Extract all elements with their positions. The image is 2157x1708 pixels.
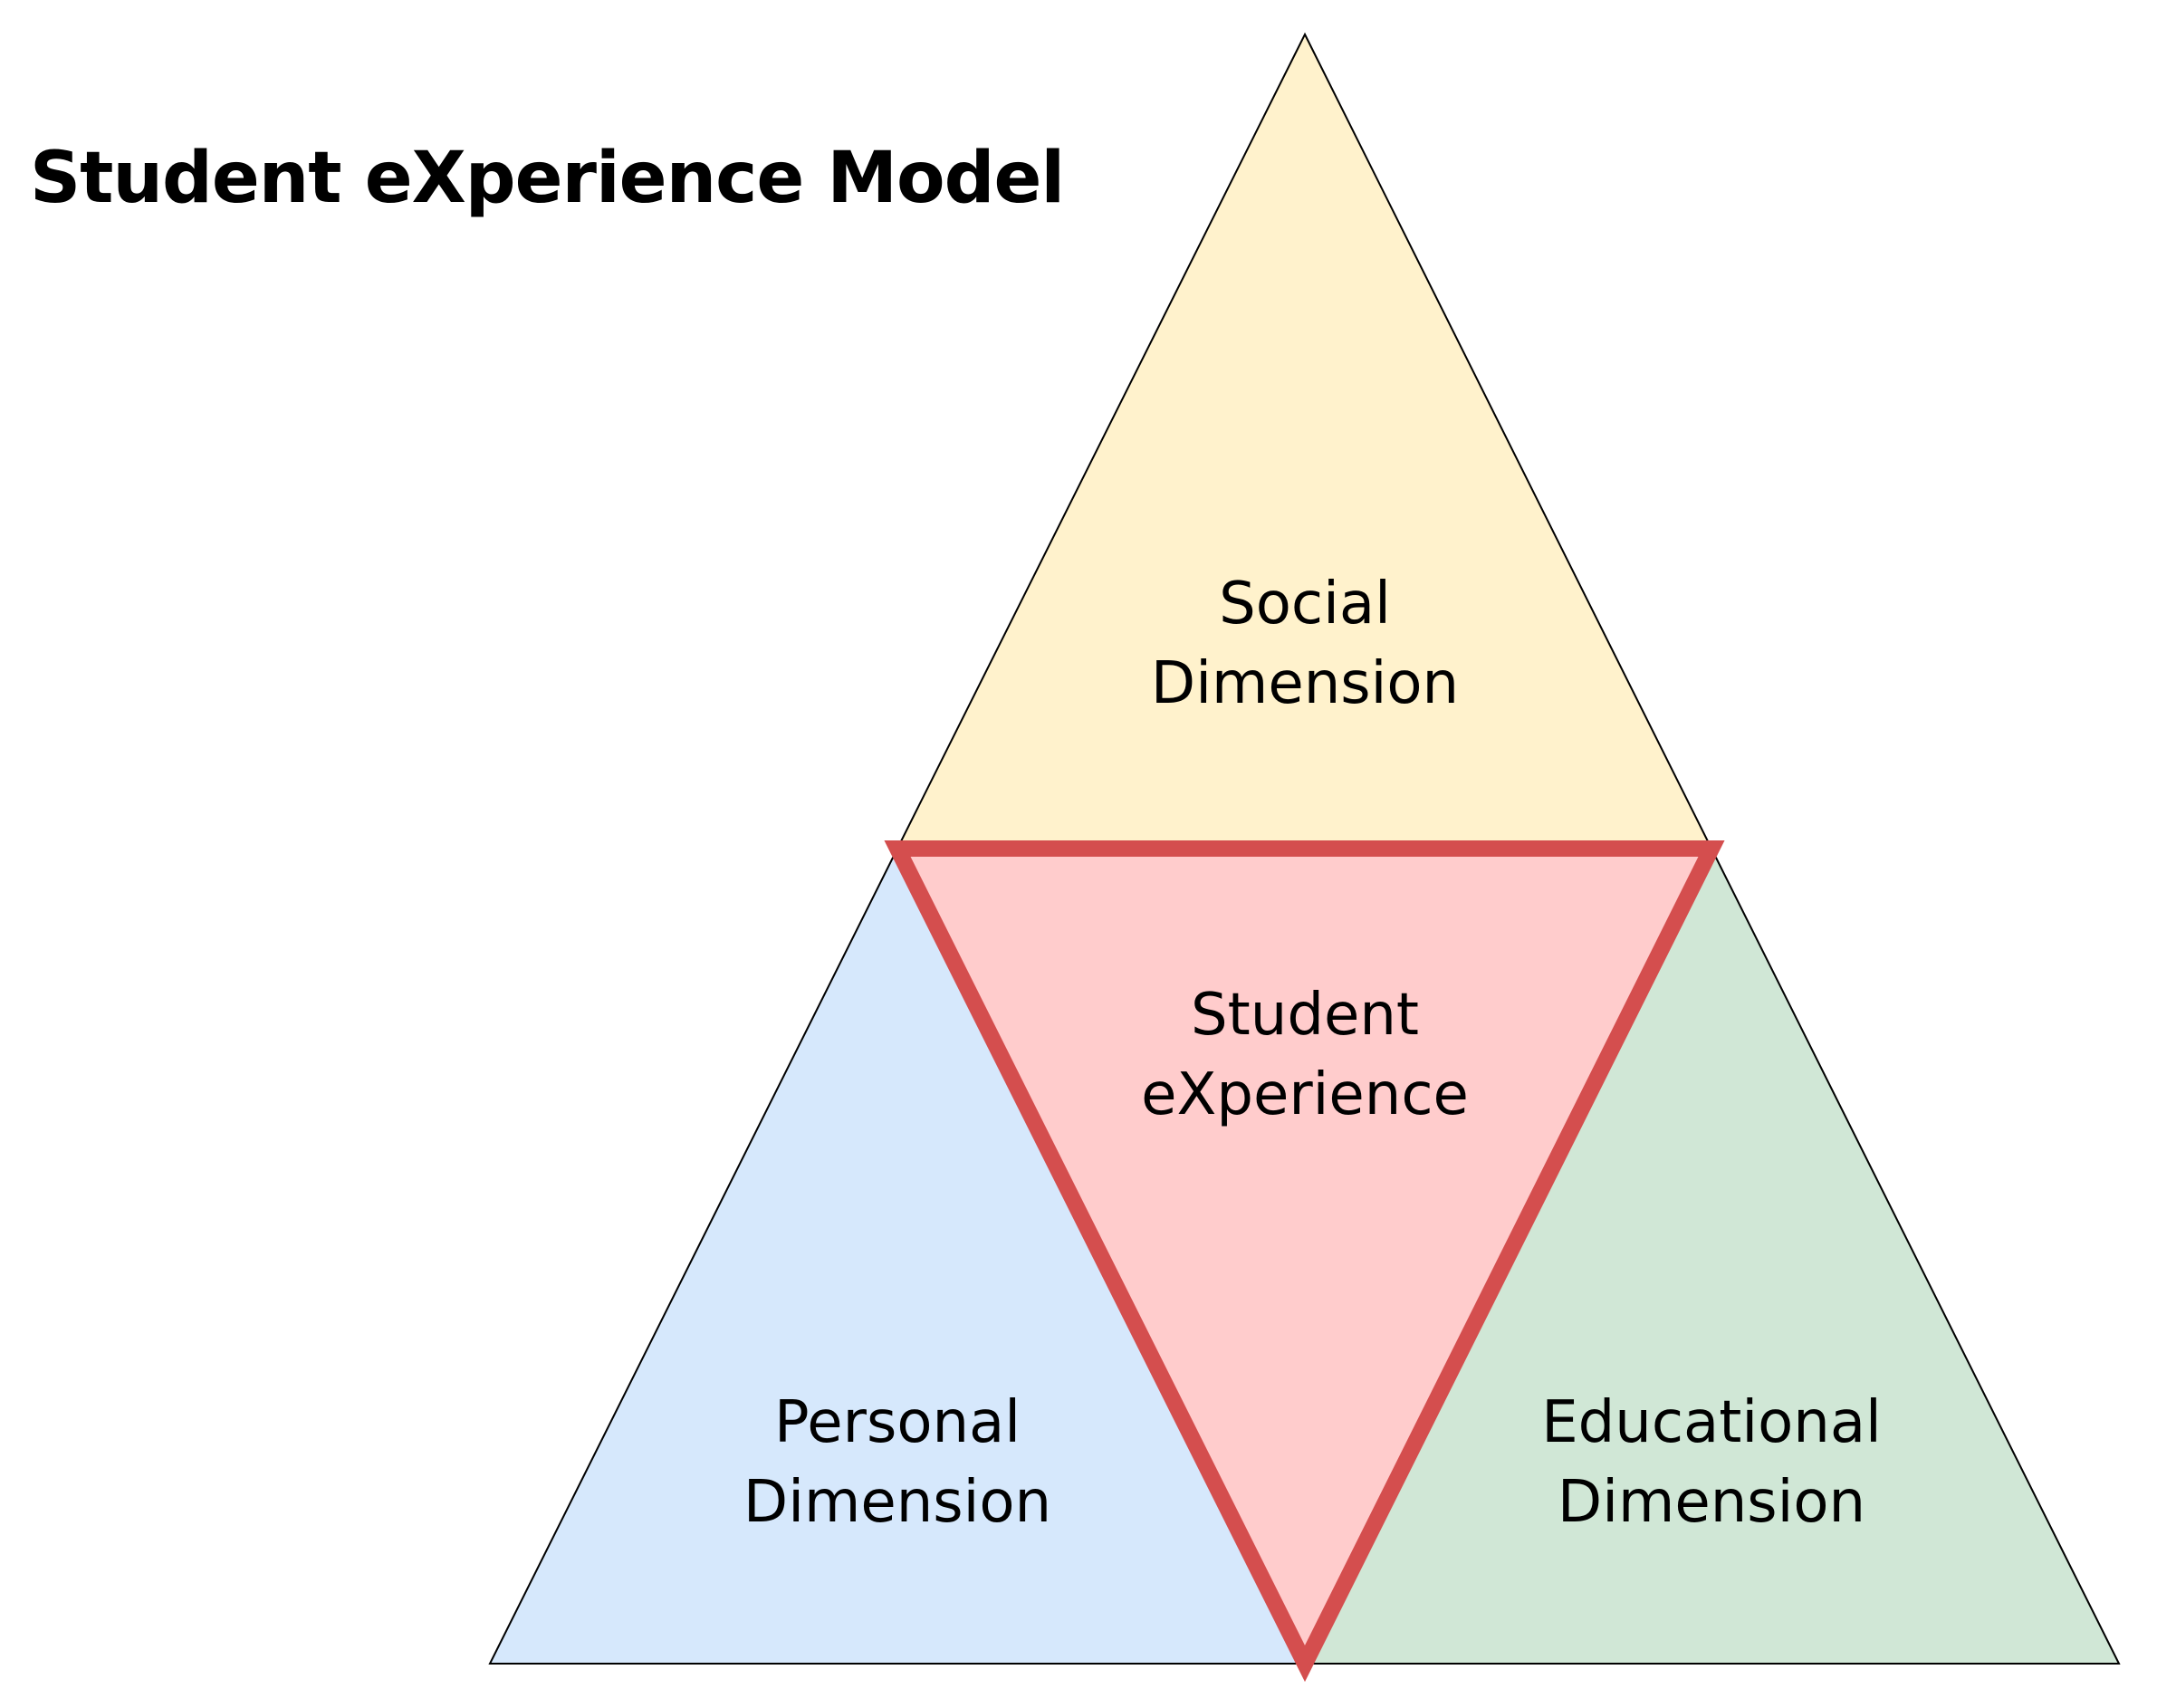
social-dimension-triangle <box>896 32 1713 849</box>
personal-label-line2: Dimension <box>743 1469 1051 1536</box>
student-experience-label-line2: eXperience <box>1141 1061 1469 1128</box>
educational-label-line1: Educational <box>1541 1389 1882 1456</box>
diagram-title: Student eXperience Model <box>30 138 1065 219</box>
student-experience-triangle <box>884 840 1725 1683</box>
social-label-line2: Dimension <box>1151 650 1459 717</box>
social-label-line1: Social <box>1219 571 1391 638</box>
educational-label-line2: Dimension <box>1558 1469 1865 1536</box>
personal-label-line1: Personal <box>774 1389 1021 1456</box>
student-experience-label-line1: Student <box>1191 982 1419 1049</box>
